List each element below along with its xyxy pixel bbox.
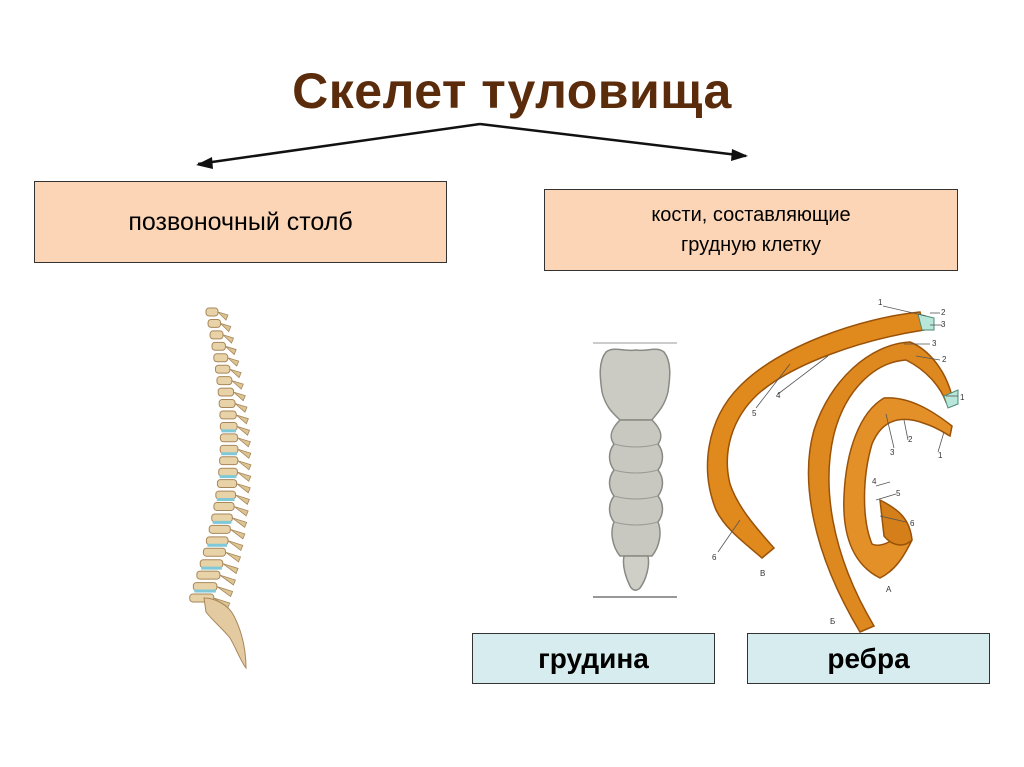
vertebra [219, 456, 252, 471]
intervertebral-disc [201, 566, 222, 570]
spine-box: позвоночный столб [34, 181, 447, 263]
rib-marker-label: 3 [932, 339, 937, 348]
rib-marker-label: 4 [872, 477, 877, 486]
intervertebral-disc [216, 498, 235, 501]
sternum-segment-lines [613, 443, 659, 526]
vertebra [214, 364, 242, 379]
rib-marker-label: 5 [752, 409, 757, 418]
rib-marker-label: А [886, 585, 892, 594]
rib-small [843, 397, 953, 579]
vertebra [217, 387, 246, 402]
rib-small-stub [879, 498, 913, 546]
vertebra [205, 536, 244, 552]
vertebra [192, 582, 234, 598]
rib-middle [807, 341, 953, 633]
vertebra [211, 341, 237, 356]
vertebra [213, 353, 240, 367]
rib-marker-label: 2 [942, 355, 947, 364]
vertebra [202, 547, 242, 563]
intervertebral-disc [194, 589, 216, 593]
sternum-xiphoid [622, 555, 650, 591]
ribs-box: ребра [747, 633, 990, 684]
vertebra [218, 467, 252, 482]
vertebra [216, 479, 251, 494]
vertebra [205, 307, 229, 321]
rib-marker-label: 4 [776, 391, 781, 400]
vertebra [219, 444, 252, 459]
rib-leader-lines [717, 305, 958, 553]
vertebra [213, 502, 249, 517]
intervertebral-disc [207, 543, 228, 547]
arrow-right-head [731, 149, 748, 161]
rib-marker-label: 6 [910, 519, 915, 528]
vertebra [199, 559, 239, 575]
vertebra [218, 399, 248, 413]
sternum-body [608, 419, 664, 557]
intervertebral-disc [219, 475, 237, 479]
chest-bones-box: кости, составляющие грудную клетку [544, 189, 958, 271]
vertebra [211, 513, 248, 528]
vertebra [209, 330, 235, 344]
vertebra [196, 570, 236, 586]
sacrum [203, 597, 247, 670]
ribs-label: ребра [827, 642, 910, 674]
spine-label: позвоночный столб [128, 207, 353, 236]
rib-marker-label: Б [830, 617, 835, 626]
rib-marker-label: 5 [896, 489, 901, 498]
intervertebral-disc [212, 520, 232, 524]
rib-marker-label: 1 [938, 451, 943, 460]
vertebra [219, 410, 249, 425]
vertebra [215, 490, 250, 505]
intervertebral-disc [221, 452, 237, 456]
vertebra [219, 433, 251, 448]
chest-label-line1: кости, составляющие [651, 204, 851, 226]
rib-marker-label: 3 [890, 448, 895, 457]
vertebra [207, 318, 232, 333]
arrow-left-head [196, 157, 213, 169]
sternum-manubrium [599, 348, 671, 421]
rib-marker-label: 2 [908, 435, 913, 444]
chest-label-line2: грудную клетку [680, 234, 822, 256]
rib-large [706, 311, 925, 559]
arrow-right-line [479, 122, 747, 158]
rib-marker-label: 1 [878, 298, 883, 307]
vertebra [216, 376, 244, 390]
rib-marker-label: В [760, 569, 765, 578]
rib-marker-label: 2 [941, 308, 946, 317]
intervertebral-disc [221, 429, 237, 433]
sternum-label: грудина [538, 642, 649, 674]
rib-marker-label: 3 [941, 320, 946, 329]
vertebra [208, 524, 246, 540]
arrow-left-line [197, 122, 481, 166]
vertebra [219, 421, 251, 436]
rib-marker-label: 1 [960, 393, 965, 402]
sternum-box: грудина [472, 633, 715, 684]
rib-marker-label: 6 [712, 553, 717, 562]
slide-title: Скелет туловища [292, 63, 732, 119]
